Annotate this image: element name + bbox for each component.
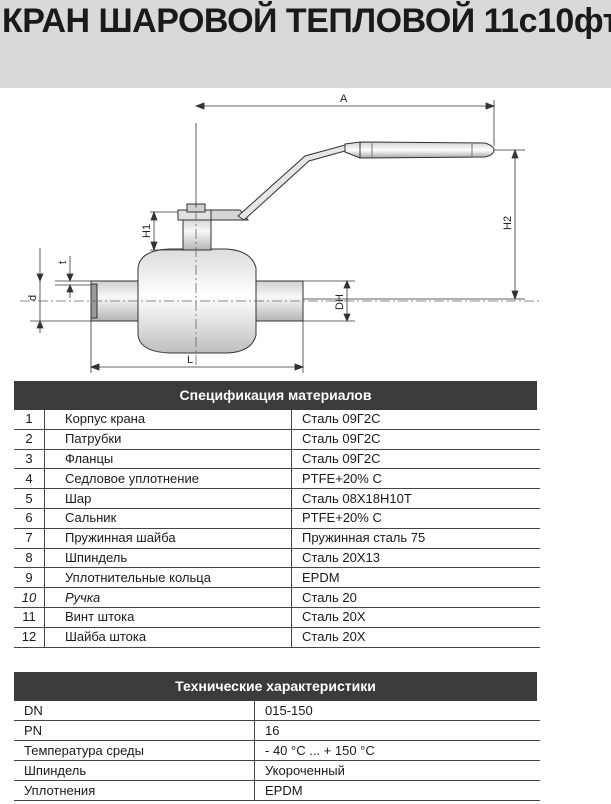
component-material: Сталь 20Х: [291, 627, 540, 648]
dim-label-DH: DH: [334, 294, 346, 310]
row-number: 3: [14, 449, 45, 470]
component-material: Сталь 20: [291, 587, 540, 608]
component-material: Сталь 20Х13: [291, 548, 540, 569]
valve-drawing-svg: A H2 H1 t d DH L: [20, 93, 540, 373]
component-material: PTFE+20% C: [291, 508, 540, 529]
spec-value: 015-150: [254, 701, 540, 721]
lever-arm: [237, 144, 346, 221]
spec-value: Укороченный: [254, 760, 540, 781]
spec-value: EPDM: [254, 780, 540, 801]
component-material: Сталь 09Г2С: [291, 429, 540, 450]
row-number: 12: [14, 627, 45, 648]
dimension-lines: [20, 100, 540, 373]
row-number: 1: [14, 410, 45, 430]
component-name: Шайба штока: [44, 627, 292, 648]
component-name: Седловое уплотнение: [44, 468, 292, 490]
row-number: 10: [14, 587, 45, 608]
component-material: Сталь 09Г2С: [291, 410, 540, 430]
component-name: Патрубки: [44, 429, 292, 450]
row-number: 9: [14, 567, 45, 589]
dim-label-d: d: [27, 295, 39, 301]
dim-label-t: t: [57, 261, 69, 264]
component-material: PTFE+20% C: [291, 468, 540, 490]
dim-label-A: A: [340, 93, 348, 105]
component-material: Сталь 09Г2С: [291, 449, 540, 470]
row-number: 4: [14, 468, 45, 490]
table-row: Температура среды- 40 °С ... + 150 °С: [14, 740, 540, 761]
component-name: Винт штока: [44, 607, 292, 628]
materials-table-title: Спецификация материалов: [14, 381, 537, 410]
specs-table-title: Технические характеристики: [14, 672, 537, 701]
row-number: 8: [14, 548, 45, 569]
valve-technical-drawing: A H2 H1 t d DH L: [0, 88, 611, 380]
dim-label-H2: H2: [502, 216, 514, 230]
spec-value: - 40 °С ... + 150 °С: [254, 740, 540, 761]
spec-value: 16: [254, 720, 540, 741]
spec-parameter: Температура среды: [14, 740, 255, 761]
component-name: Ручка: [44, 587, 292, 608]
spec-parameter: Шпиндель: [14, 760, 255, 781]
dim-label-L: L: [187, 354, 193, 366]
component-material: Сталь 08Х18Н10Т: [291, 488, 540, 509]
spec-parameter: PN: [14, 720, 255, 741]
component-name: Сальник: [44, 508, 292, 529]
component-name: Шар: [44, 488, 292, 509]
component-material: Пружинная сталь 75: [291, 528, 540, 549]
page-header: КРАН ШАРОВОЙ ТЕПЛОВОЙ 11с10фт: [0, 0, 611, 88]
component-material: Сталь 20Х: [291, 607, 540, 628]
component-name: Шпиндель: [44, 548, 292, 569]
component-name: Пружинная шайба: [44, 528, 292, 549]
valve-stem: [182, 217, 212, 251]
lever-bracket: [210, 209, 250, 221]
component-name: Уплотнительные кольца: [44, 567, 292, 589]
page-title: КРАН ШАРОВОЙ ТЕПЛОВОЙ 11с10фт: [2, 2, 611, 40]
component-name: Фланцы: [44, 449, 292, 470]
row-number: 7: [14, 528, 45, 549]
dim-label-H1: H1: [141, 224, 153, 238]
valve-geometry: [90, 141, 495, 354]
row-number: 6: [14, 508, 45, 529]
row-number: 11: [14, 607, 45, 628]
component-name: Корпус крана: [44, 410, 292, 430]
component-material: EPDM: [291, 567, 540, 589]
spec-parameter: Уплотнения: [14, 780, 255, 801]
row-number: 2: [14, 429, 45, 450]
spec-parameter: DN: [14, 701, 255, 721]
row-number: 5: [14, 488, 45, 509]
